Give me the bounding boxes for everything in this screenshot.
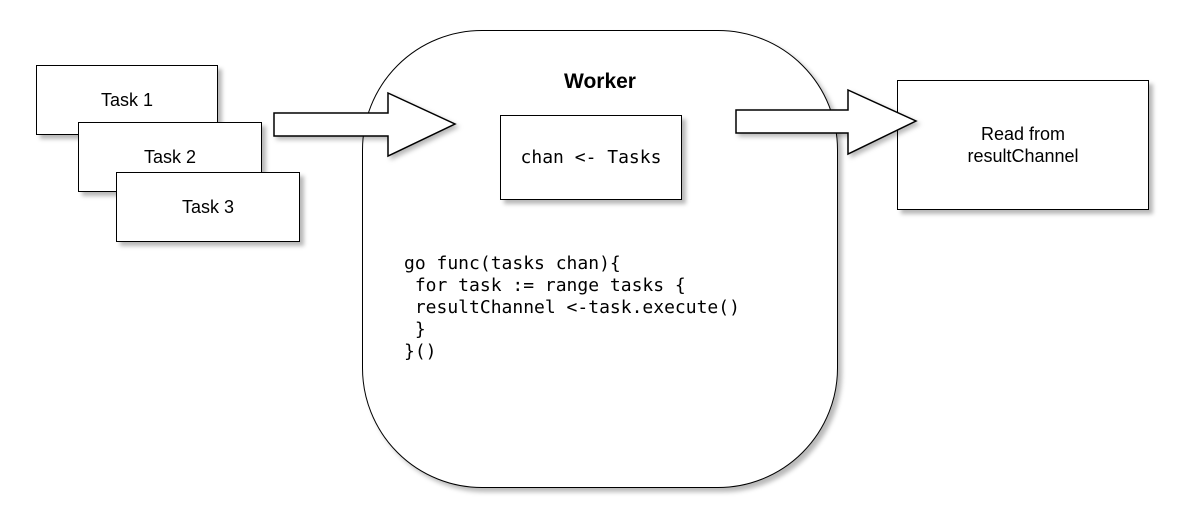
task-label-1: Task 1 [100,89,154,110]
worker-code: go func(tasks chan){ for task := range t… [404,253,740,362]
result-label-line1: Read from [980,124,1066,144]
task-label-2: Task 2 [143,146,197,167]
worker-container [362,30,838,488]
channel-box: chan <- Tasks [500,115,682,200]
task-box-3: Task 3 [116,172,300,242]
channel-label: chan <- Tasks [520,147,662,168]
task-label-3: Task 3 [181,196,235,217]
result-label-line2: resultChannel [967,146,1079,166]
result-box: Read from resultChannel [897,80,1149,210]
worker-title: Worker [564,70,636,93]
input-arrow [273,91,457,158]
output-arrow [735,88,918,156]
